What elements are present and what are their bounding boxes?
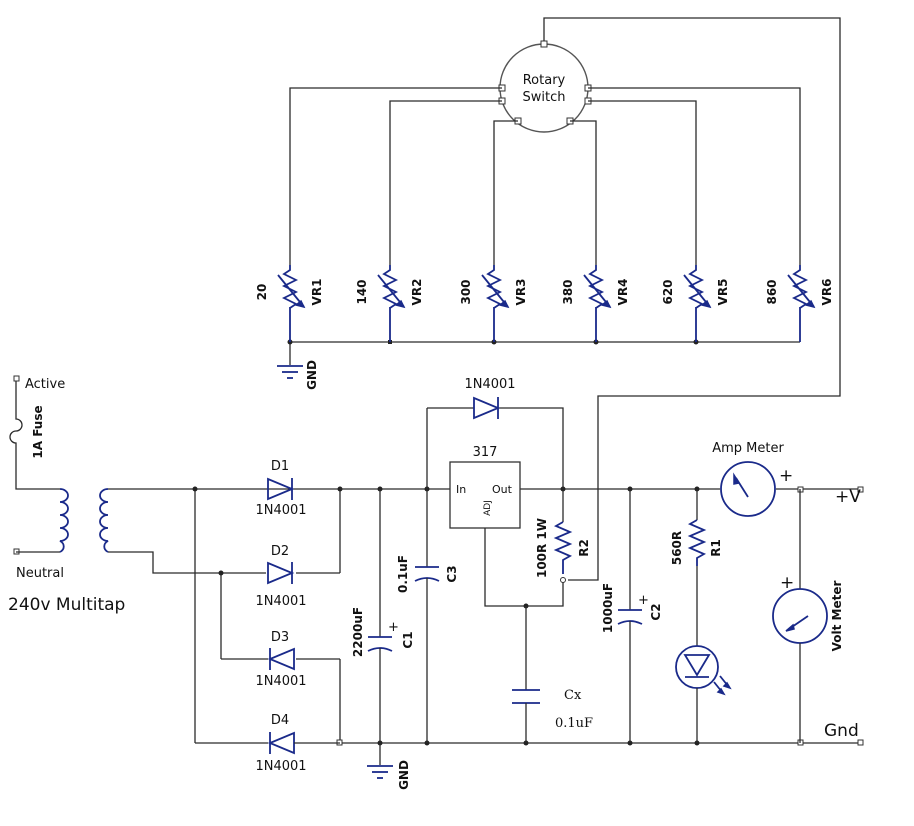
pot-ref: VR3 — [514, 279, 528, 306]
pot-vr4: 380 VR4 — [561, 265, 630, 342]
resistor-r2: 100R 1W R2 — [535, 489, 591, 583]
diode-part: 1N4001 — [255, 759, 306, 774]
plus-sign: + — [388, 620, 399, 635]
regulator-out: Out — [492, 483, 513, 496]
pot-ref: VR6 — [820, 279, 834, 306]
active-label: Active — [25, 377, 65, 392]
amp-meter: Amp Meter + — [712, 441, 793, 517]
pot-value: 380 — [561, 279, 575, 304]
diode-d1: D1 1N4001 — [255, 459, 306, 518]
plus-sign: + — [780, 573, 794, 593]
transformer-label: 240v Multitap — [8, 595, 125, 615]
diode-d4: D4 1N4001 — [255, 713, 306, 774]
cx-value: 0.1uF — [555, 716, 593, 731]
diode-part: 1N4001 — [255, 594, 306, 609]
pot-vr2: 140 VR2 — [355, 265, 424, 342]
regulator-name: 317 — [473, 445, 498, 460]
c3-value: 0.1uF — [396, 555, 410, 593]
c3-ref: C3 — [445, 565, 459, 582]
regulator-adj: ADJ — [483, 500, 493, 516]
amp-meter-label: Amp Meter — [712, 441, 784, 456]
rotary-switch: Rotary Switch — [498, 40, 592, 133]
r2-value: 100R 1W — [535, 518, 549, 578]
c2-ref: C2 — [649, 603, 663, 620]
main-rails — [195, 486, 864, 746]
pot-ref: VR5 — [716, 279, 730, 306]
pot-vr1: 20 VR1 — [255, 265, 324, 342]
c1-ref: C1 — [401, 631, 415, 648]
capacitor-c2: + 1000uF C2 — [601, 489, 663, 743]
pot-value: 300 — [459, 279, 473, 304]
neutral-label: Neutral — [16, 566, 64, 581]
regulator-in: In — [456, 483, 466, 496]
pot-ref: VR1 — [310, 279, 324, 306]
pot-vr6: 860 VR6 — [765, 265, 834, 342]
r1-ref: R1 — [709, 539, 723, 557]
diode-part: 1N4001 — [255, 503, 306, 518]
volt-meter-label: Volt Meter — [830, 581, 844, 652]
diode-ref: D4 — [271, 713, 289, 728]
gnd-label-bottom: GND — [397, 760, 411, 790]
regulator-317: 317 In Out ADJ — [449, 445, 564, 609]
capacitor-cx: Cx 0.1uF — [512, 606, 593, 743]
led-indicator — [675, 566, 732, 743]
pot-vr3: 300 VR3 — [459, 265, 528, 342]
diode-ref: D1 — [271, 459, 289, 474]
rotary-switch-label-1: Rotary — [523, 73, 566, 88]
resistor-r1: 560R R1 — [670, 489, 723, 566]
plus-sign: + — [638, 593, 649, 608]
diode-ref: D2 — [271, 544, 289, 559]
r2-ref: R2 — [577, 539, 591, 557]
gnd-label-top: GND — [305, 360, 319, 390]
c1-value: 2200uF — [351, 607, 365, 657]
diode-d3: D3 1N4001 — [255, 630, 306, 689]
capacitor-c1: + 2200uF C1 GND — [351, 489, 415, 790]
c2-value: 1000uF — [601, 583, 615, 633]
diode-protection: 1N4001 — [427, 377, 564, 489]
r1-value: 560R — [670, 531, 684, 565]
mains-input: Active Neutral 1A Fuse 240v Multitap — [8, 375, 340, 615]
fuse-label: 1A Fuse — [31, 405, 45, 458]
pot-value: 20 — [255, 284, 269, 301]
pot-value: 620 — [661, 279, 675, 304]
bridge-rectifier: D1 1N4001 D2 1N4001 D3 1N4001 D4 1N4001 — [192, 459, 343, 774]
top-diode-part: 1N4001 — [464, 377, 515, 392]
diode-part: 1N4001 — [255, 674, 306, 689]
pot-value: 860 — [765, 279, 779, 304]
pot-ref: VR4 — [616, 279, 630, 306]
volt-meter: + Volt Meter — [772, 489, 844, 743]
cx-ref: Cx — [564, 688, 582, 703]
pot-value: 140 — [355, 279, 369, 304]
rotary-switch-label-2: Switch — [523, 90, 566, 105]
pot-ref: VR2 — [410, 279, 424, 306]
output-positive-label: +V — [835, 487, 861, 507]
diode-d2: D2 1N4001 — [255, 544, 306, 609]
capacitor-c3: 0.1uF C3 — [396, 408, 459, 743]
plus-sign: + — [779, 466, 793, 486]
pot-vr5: 620 VR5 — [661, 265, 730, 342]
output-ground-label: Gnd — [824, 721, 859, 741]
diode-ref: D3 — [271, 630, 289, 645]
ground-symbol-top: GND — [277, 360, 319, 390]
